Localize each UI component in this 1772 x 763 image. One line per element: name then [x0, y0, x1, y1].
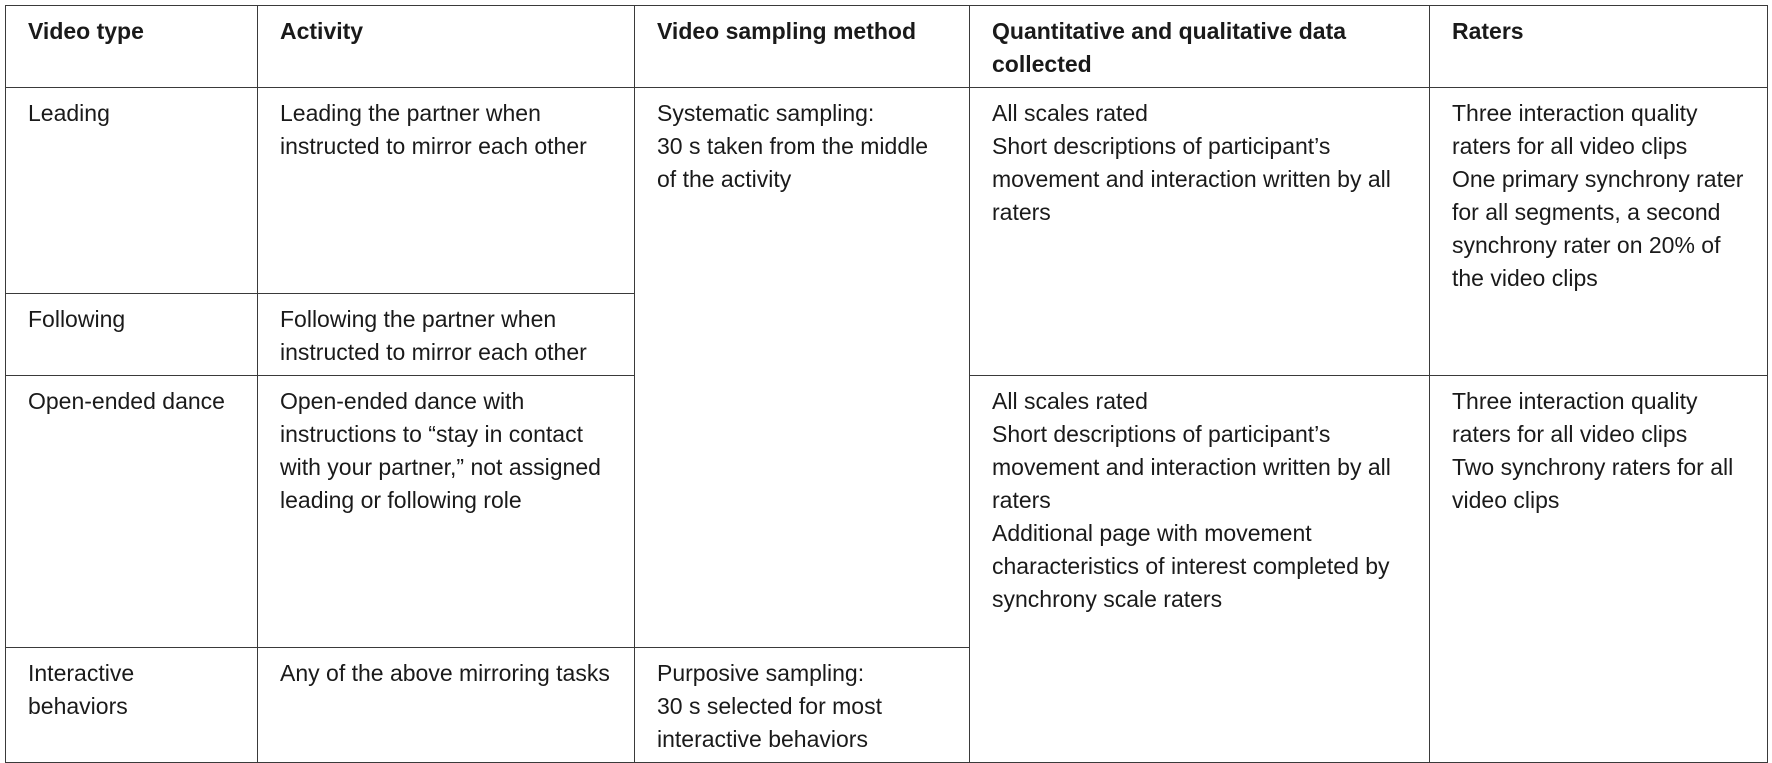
cell-activity-following: Following the partner when instructed to…: [257, 293, 635, 376]
cell-raters-b: Three interaction quality raters for all…: [1429, 375, 1768, 763]
data-collected-b-line-1: All scales rated: [992, 388, 1148, 414]
header-video-type: Video type: [5, 5, 258, 88]
sampling-purposive-title: Purposive sampling:: [657, 660, 865, 686]
data-collected-a-line-1: All scales rated: [992, 100, 1148, 126]
header-video-sampling-method: Video sampling method: [634, 5, 970, 88]
sampling-systematic-title: Systematic sampling:: [657, 100, 875, 126]
data-collected-b-line-2: Short descriptions of participant’s move…: [992, 421, 1391, 513]
cell-video-type-interactive: Interactive behaviors: [5, 647, 258, 763]
raters-b-line-1: Three interaction quality raters for all…: [1452, 388, 1698, 447]
cell-raters-a: Three interaction quality raters for all…: [1429, 87, 1768, 376]
cell-video-type-open-ended: Open-ended dance: [5, 375, 258, 648]
raters-b-line-2: Two synchrony raters for all video clips: [1452, 454, 1734, 513]
table-row-following: Following Following the partner when ins…: [5, 293, 1768, 376]
cell-data-collected-b: All scales rated Short descriptions of p…: [969, 375, 1430, 763]
header-data-collected: Quantitative and qualitative data collec…: [969, 5, 1430, 88]
cell-video-type-leading: Leading: [5, 87, 258, 294]
cell-sampling-systematic: Systematic sampling: 30 s taken from the…: [634, 87, 970, 648]
sampling-systematic-detail: 30 s taken from the middle of the activi…: [657, 133, 929, 192]
table-row-open-ended: Open-ended dance Open-ended dance with i…: [5, 375, 1768, 763]
cell-activity-interactive: Any of the above mirroring tasks: [257, 647, 635, 763]
header-row: Video type Activity Video sampling metho…: [5, 5, 1768, 88]
cell-activity-leading: Leading the partner when instructed to m…: [257, 87, 635, 294]
data-collected-a-line-2: Short descriptions of participant’s move…: [992, 133, 1391, 225]
header-raters: Raters: [1429, 5, 1768, 88]
raters-a-line-1: Three interaction quality raters for all…: [1452, 100, 1698, 159]
cell-video-type-following: Following: [5, 293, 258, 376]
cell-sampling-purposive: Purposive sampling: 30 s selected for mo…: [634, 647, 970, 763]
raters-a-line-2: One primary synchrony rater for all segm…: [1452, 166, 1744, 291]
cell-activity-open-ended: Open-ended dance with instructions to “s…: [257, 375, 635, 648]
sampling-purposive-detail: 30 s selected for most interactive behav…: [657, 693, 882, 752]
study-design-table: Video type Activity Video sampling metho…: [5, 5, 1768, 763]
table-row-leading: Leading Leading the partner when instruc…: [5, 87, 1768, 648]
cell-data-collected-a: All scales rated Short descriptions of p…: [969, 87, 1430, 376]
study-design-table-container: Video type Activity Video sampling metho…: [5, 5, 1768, 763]
data-collected-b-line-3: Additional page with movement characteri…: [992, 520, 1390, 612]
header-activity: Activity: [257, 5, 635, 88]
